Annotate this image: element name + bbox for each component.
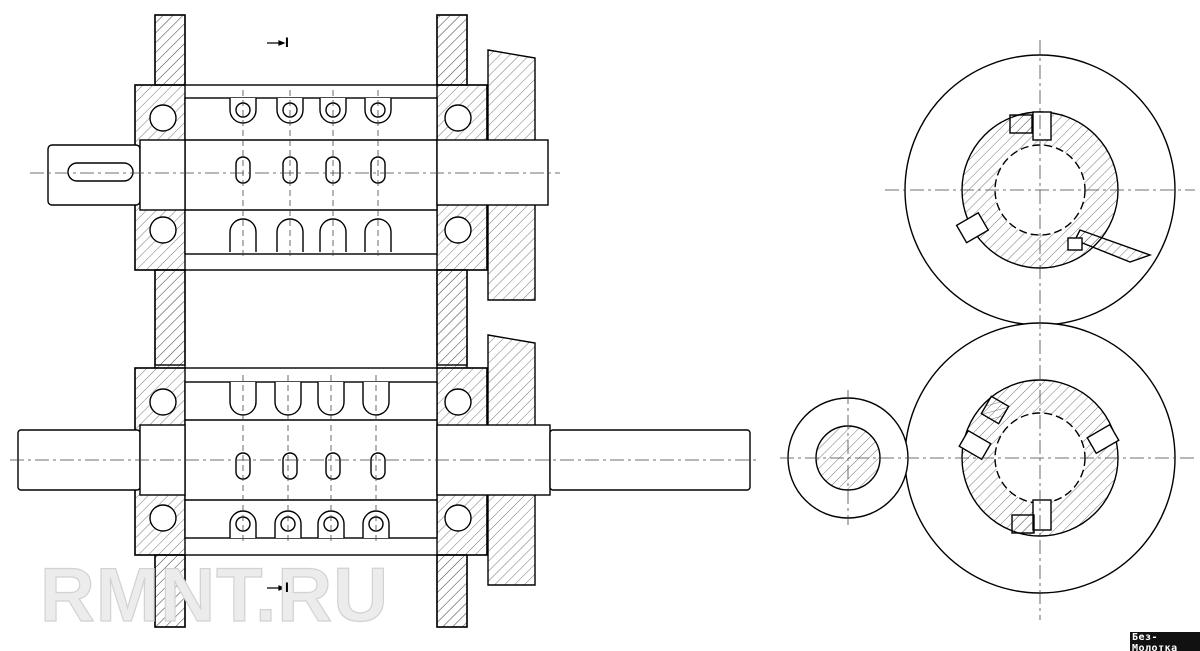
roller-assembly-top — [47, 14, 549, 366]
logo: Без-Молотка — [1130, 632, 1200, 651]
section-arrows — [267, 40, 286, 591]
center-lines — [10, 40, 1195, 620]
section-mark-top: I — [285, 34, 289, 50]
roller-assembly-bottom — [17, 367, 751, 628]
watermark: RMNT.RU — [39, 552, 389, 638]
section-mark-bottom: I — [285, 579, 289, 595]
